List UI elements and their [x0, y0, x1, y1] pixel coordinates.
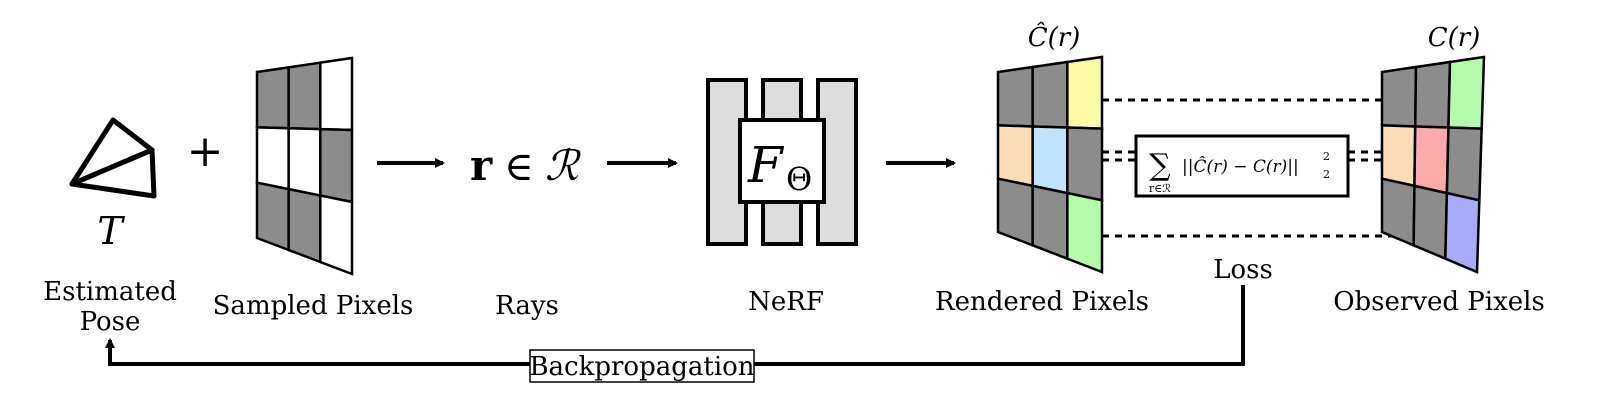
pixel-cell: [287, 126, 322, 198]
pixel-cell: [1031, 60, 1069, 129]
rendered-pixels-grid: [996, 55, 1104, 274]
plus-sign: +: [187, 126, 224, 177]
pixel-cell: [996, 177, 1034, 248]
nerf-function-symbol: F: [747, 136, 785, 194]
loss-subscript: 2: [1323, 168, 1330, 181]
observed-pixels-grid: [1380, 55, 1486, 274]
rays-label: Rays: [495, 291, 559, 321]
nerf-function-box: [738, 118, 826, 204]
pixel-cell: [1413, 60, 1452, 129]
pixel-cell: [319, 194, 354, 276]
loss-sum-subscript: r∈ℛ: [1149, 182, 1171, 195]
ray-set-symbol: ℛ: [545, 141, 581, 190]
pixel-cell: [1066, 191, 1104, 274]
pixel-cell: [1031, 125, 1069, 195]
pixel-cell: [1380, 177, 1416, 248]
sampled-pixels-label: Sampled Pixels: [213, 291, 414, 321]
pixel-cell: [255, 126, 290, 191]
pixel-cell: [287, 61, 322, 131]
ray-symbol: r: [470, 141, 493, 190]
rendered-symbol: Ĉ(r): [1028, 21, 1081, 53]
pixel-cell: [1066, 126, 1104, 202]
camera-pose-icon: [69, 117, 157, 199]
estimated-pose-label-line2: Pose: [80, 307, 141, 337]
pixel-cell: [287, 187, 322, 264]
pixel-cell: [996, 65, 1034, 128]
pixel-cell: [1444, 191, 1481, 274]
rendered-pixels-label: Rendered Pixels: [935, 287, 1149, 317]
nerf-function-subscript: Θ: [786, 160, 812, 198]
pixel-cell: [319, 56, 354, 132]
sampled-pixels-grid: [255, 56, 354, 276]
pixel-cell: [255, 181, 290, 252]
loss-formula-box: ∑ r∈ℛ ||Ĉ(r) − C(r)|| 2 2: [1134, 134, 1350, 198]
observed-pixels-label: Observed Pixels: [1333, 287, 1545, 317]
rays-formula: r ∈ ℛ: [470, 141, 581, 190]
pixel-cell: [319, 127, 354, 204]
pose-symbol: T: [97, 209, 125, 253]
pixel-cell: [1447, 55, 1486, 130]
backpropagation-label-box: [529, 349, 755, 383]
pixel-cell: [1066, 55, 1104, 130]
pixel-cell: [1380, 124, 1417, 188]
observed-symbol: C(r): [1428, 23, 1481, 53]
nerf-label: NeRF: [748, 287, 824, 317]
pixel-cell: [1031, 184, 1069, 261]
loss-label: Loss: [1213, 255, 1273, 285]
pixel-cell: [1412, 184, 1449, 261]
pixel-cell: [255, 65, 290, 130]
loss-superscript: 2: [1323, 150, 1330, 163]
pixel-cell: [1413, 125, 1450, 195]
loss-sum-symbol: ∑: [1149, 148, 1171, 183]
estimated-pose-label-line1: Estimated: [43, 277, 177, 307]
loss-norm-expression: ||Ĉ(r) − C(r)||: [1182, 156, 1299, 177]
pixel-cell: [996, 124, 1034, 188]
pixel-cell: [1445, 126, 1483, 202]
nerf-network: F Θ: [706, 78, 858, 246]
pixel-cell: [1380, 65, 1418, 128]
element-of-symbol: ∈: [504, 144, 534, 190]
backpropagation-label: Backpropagation: [529, 352, 754, 382]
loss-box: [1134, 134, 1350, 198]
